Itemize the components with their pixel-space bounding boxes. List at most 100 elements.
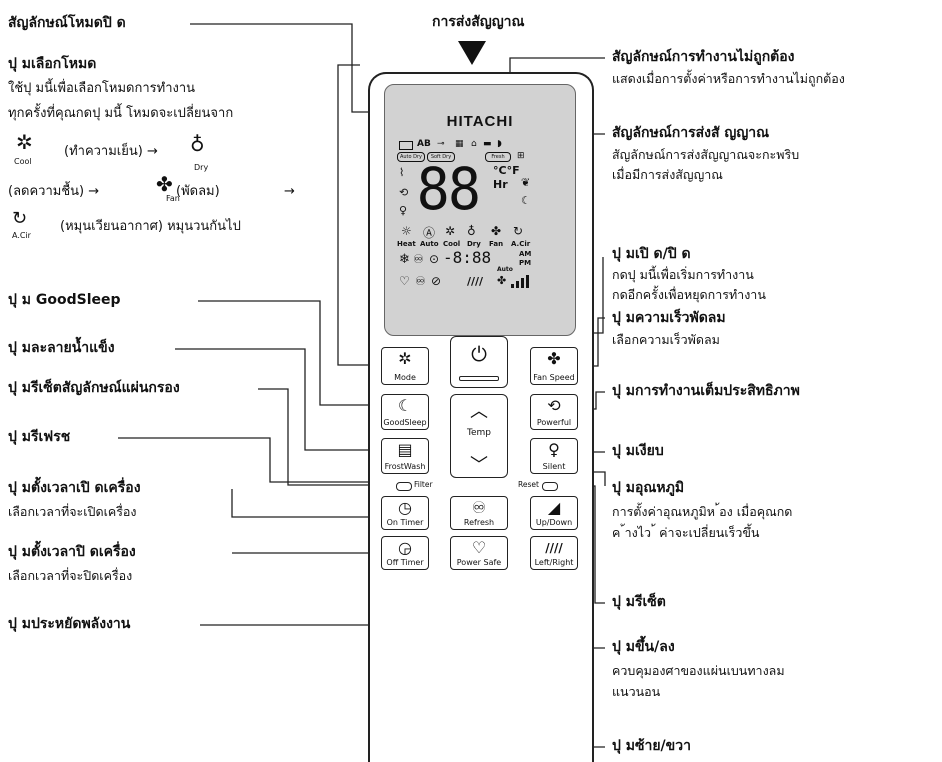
cool-caption: Cool bbox=[14, 157, 32, 166]
battery-icon bbox=[399, 141, 413, 150]
filter-icon: ▦ bbox=[455, 139, 464, 149]
label-mode-desc-1: ใช้ปุ มนี้เพื่อเลือกโหมดการทำงาน bbox=[8, 81, 196, 96]
lcd-mode-fan: Fan bbox=[489, 240, 504, 248]
signal-bars-icon bbox=[511, 274, 531, 288]
label-temp: ปุ มอุณหภูมิ bbox=[612, 480, 685, 496]
goodsleep-button[interactable]: ☾ GoodSleep bbox=[381, 394, 429, 430]
powerful-icon: ⟲ bbox=[547, 396, 561, 415]
off-timer-button[interactable]: ◶ Off Timer bbox=[381, 536, 429, 570]
lcd-am: AM bbox=[519, 250, 532, 258]
label-mode-desc-2: ทุกครั้งที่คุณกดปุ มนี้ โหมดจะเปลี่ยนจาก bbox=[8, 106, 234, 121]
temp-up-icon[interactable]: ︿ bbox=[470, 401, 488, 422]
power-indicator bbox=[459, 376, 499, 381]
label-on-timer: ปุ มตั้งเวลาเปิ ดเครื่อง bbox=[8, 480, 141, 496]
silent-button[interactable]: ♀ Silent bbox=[530, 438, 578, 474]
frostwash-button[interactable]: ▤ FrostWash bbox=[381, 438, 429, 474]
refresh2-lcd-icon: ♾ bbox=[415, 274, 426, 288]
power-save-button[interactable]: ♡ Power Safe bbox=[450, 536, 508, 570]
label-acir-text: (หมุนเวียนอากาศ) หมุนวนกันไป bbox=[60, 219, 241, 234]
updown-button-label: Up/Down bbox=[535, 518, 573, 527]
silent-button-label: Silent bbox=[542, 462, 566, 471]
label-error: สัญลักษณ์การทำงานไม่ถูกต้อง bbox=[612, 49, 795, 65]
brand-logo: HITACHI bbox=[446, 113, 514, 130]
label-tx-desc-1: สัญลักษณ์การส่งสัญญาณจะกะพริบ bbox=[612, 147, 800, 162]
temp-down-icon[interactable]: ﹀ bbox=[470, 455, 488, 476]
lcd-mode-cool: Cool bbox=[443, 240, 461, 248]
label-cool-text: (ทำความเย็น) → bbox=[64, 144, 158, 159]
fan-icon: ✤ bbox=[547, 349, 561, 368]
line-filter bbox=[258, 388, 400, 486]
silent-lcd-icon: ♀ bbox=[399, 204, 408, 217]
mode-button-label: Mode bbox=[394, 373, 416, 382]
power-button[interactable]: ⏻ bbox=[450, 336, 508, 388]
leftright-button-label: Left/Right bbox=[534, 558, 574, 567]
leftright-button[interactable]: //// Left/Right bbox=[530, 536, 578, 570]
label-updown-desc-2: แนวนอน bbox=[612, 684, 661, 699]
power-save-button-label: Power Safe bbox=[456, 558, 502, 567]
fan-speed-lcd-icon: ✤ bbox=[497, 274, 507, 287]
lcd-panel: HITACHI AB ⊸ ▦ ⌂ ▬ ◗ Auto Dry Soft Dry F… bbox=[384, 84, 576, 336]
fan-speed-button-label: Fan Speed bbox=[533, 373, 575, 382]
lcd-pill-fresh: Fresh bbox=[485, 152, 511, 162]
silent-icon: ♀ bbox=[548, 440, 560, 459]
lcd-mode-dry: Dry bbox=[467, 240, 481, 248]
plus-icon: ⊞ bbox=[517, 151, 525, 161]
label-power: ปุ มเปิ ด/ปิ ด bbox=[612, 246, 691, 262]
label-power-desc-1: กดปุ มนี้เพื่อเริ่มการทำงาน bbox=[612, 267, 754, 282]
filter-reset-button[interactable] bbox=[396, 482, 412, 491]
lcd-mode-acir: A.Cir bbox=[511, 240, 531, 248]
off-timer-button-label: Off Timer bbox=[386, 558, 424, 567]
label-mode-symbol: สัญลักษณ์โหมดปิ ด bbox=[8, 15, 126, 31]
fan-caption: Fan bbox=[166, 194, 180, 203]
frostwash-button-label: FrostWash bbox=[384, 462, 426, 471]
remote-control: HITACHI AB ⊸ ▦ ⌂ ▬ ◗ Auto Dry Soft Dry F… bbox=[368, 72, 594, 762]
lcd-time: -8:88 bbox=[443, 248, 492, 267]
label-mode-button: ปุ มเลือกโหมด bbox=[8, 56, 97, 72]
powerful-lcd-icon: ⟲ bbox=[399, 186, 409, 199]
transmission-label: การส่งสัญญาณ bbox=[432, 14, 525, 30]
transmit-icon: ◗ bbox=[497, 139, 502, 149]
lcd-pill-auto-dry: Auto Dry bbox=[397, 152, 425, 162]
refresh-lcd-icon: ♾ bbox=[413, 252, 424, 266]
goodsleep-button-label: GoodSleep bbox=[383, 418, 427, 427]
swing-lcd-icon: ⊘ bbox=[431, 274, 442, 288]
heart-icon: ♡ bbox=[471, 538, 487, 557]
mode-button[interactable]: ✲ Mode bbox=[381, 347, 429, 385]
fan-speed-button[interactable]: ✤ Fan Speed bbox=[530, 347, 578, 385]
powerful-button[interactable]: ⟲ Powerful bbox=[530, 394, 578, 430]
dry-icon: ♁ bbox=[190, 132, 205, 156]
label-powerful: ปุ มการทำงานเต็มประสิทธิภาพ bbox=[612, 383, 800, 399]
timer-icon: ◷ bbox=[398, 498, 412, 517]
fan-icon: ✤ bbox=[156, 172, 173, 196]
label-error-desc: แสดงเมื่อการตั้งค่าหรือการทำงานไม่ถูกต้อ… bbox=[612, 71, 845, 86]
sweep-icon: ⌇ bbox=[399, 166, 405, 179]
auto-lcd-icon: Ⓐ bbox=[423, 226, 436, 240]
reset-button[interactable] bbox=[542, 482, 558, 491]
label-on-timer-desc: เลือกเวลาที่จะเปิดเครื่อง bbox=[8, 504, 137, 519]
arrow: → bbox=[284, 184, 295, 199]
lcd-pm: PM bbox=[519, 259, 532, 267]
error-icon: ▬ bbox=[483, 139, 492, 149]
refresh-button[interactable]: ♾ Refresh bbox=[450, 496, 508, 530]
line-on-timer bbox=[231, 489, 388, 518]
label-dry-text: (ลดความชื้น) → bbox=[8, 184, 100, 199]
line-mode-button bbox=[337, 64, 380, 366]
acir-icon: ↻ bbox=[12, 208, 28, 229]
label-filter-reset: ปุ มรีเซ็ตสัญลักษณ์แผ่นกรอง bbox=[8, 380, 180, 396]
label-fan-text: (พัดลม) bbox=[176, 184, 220, 199]
frostwash-icon: ▤ bbox=[397, 440, 413, 459]
label-goodsleep: ปุ ม GoodSleep bbox=[8, 292, 121, 308]
cool-icon: ✲ bbox=[16, 130, 33, 154]
label-updown-desc-1: ควบคุมองศาของแผ่นเบนทางลม bbox=[612, 663, 785, 678]
lcd-auto-small: Auto bbox=[497, 266, 513, 273]
lcd-mode-heat: Heat bbox=[397, 240, 416, 248]
on-timer-button[interactable]: ◷ On Timer bbox=[381, 496, 429, 530]
acir-caption: A.Cir bbox=[12, 231, 31, 240]
label-fan-speed-desc: เลือกความเร็วพัดลม bbox=[612, 332, 720, 347]
updown-button[interactable]: ◢ Up/Down bbox=[530, 496, 578, 530]
cool-mode-icon: ✲ bbox=[398, 349, 412, 368]
temp-label: Temp bbox=[467, 428, 491, 438]
temp-button[interactable]: ︿ Temp ﹀ bbox=[450, 394, 508, 478]
heart-lcd-icon: ♡ bbox=[399, 274, 410, 288]
moon-icon: ☾ bbox=[521, 194, 531, 207]
